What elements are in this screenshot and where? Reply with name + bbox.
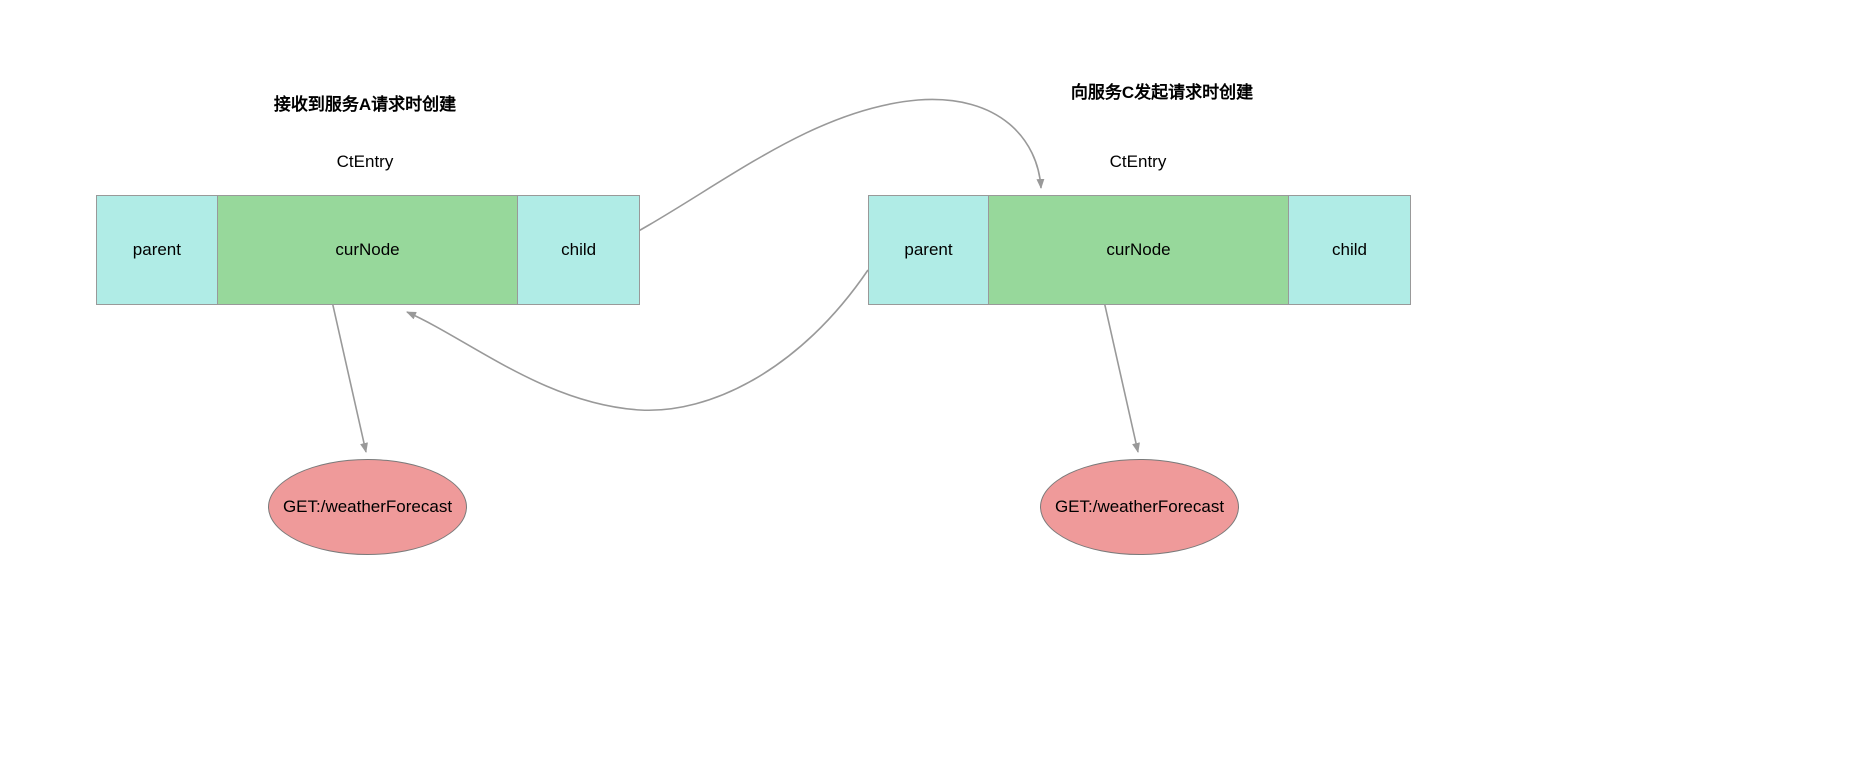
left-cell-child-label: child <box>561 240 597 259</box>
right-entry-title: CtEntry <box>1109 152 1167 171</box>
right-resource-label: GET:/weatherForecast <box>1054 497 1225 516</box>
right-ctentry: parent curNode child <box>868 195 1411 305</box>
left-ctentry: parent curNode child <box>96 195 641 305</box>
right-cell-parent[interactable]: parent <box>868 195 989 305</box>
right-cell-child[interactable]: child <box>1288 195 1411 305</box>
left-entry-title: CtEntry <box>336 152 394 171</box>
left-cell-parent-label: parent <box>132 240 181 259</box>
right-annotation-label: 向服务C发起请求时创建 <box>1070 83 1254 102</box>
left-resource-label: GET:/weatherForecast <box>282 497 453 516</box>
left-cell-curnode-label: curNode <box>335 240 400 259</box>
right-cell-curnode-label: curNode <box>1106 240 1171 259</box>
right-cell-child-label: child <box>1332 240 1367 259</box>
left-cell-curnode[interactable]: curNode <box>216 195 519 305</box>
left-resource-node[interactable]: GET:/weatherForecast <box>268 459 467 555</box>
right-cell-curnode[interactable]: curNode <box>988 195 1289 305</box>
left-cell-child[interactable]: child <box>517 195 641 305</box>
right-cell-parent-label: parent <box>904 240 953 259</box>
right-resource-node[interactable]: GET:/weatherForecast <box>1040 459 1239 555</box>
left-annotation-label: 接收到服务A请求时创建 <box>273 95 457 114</box>
left-cell-parent[interactable]: parent <box>96 195 218 305</box>
